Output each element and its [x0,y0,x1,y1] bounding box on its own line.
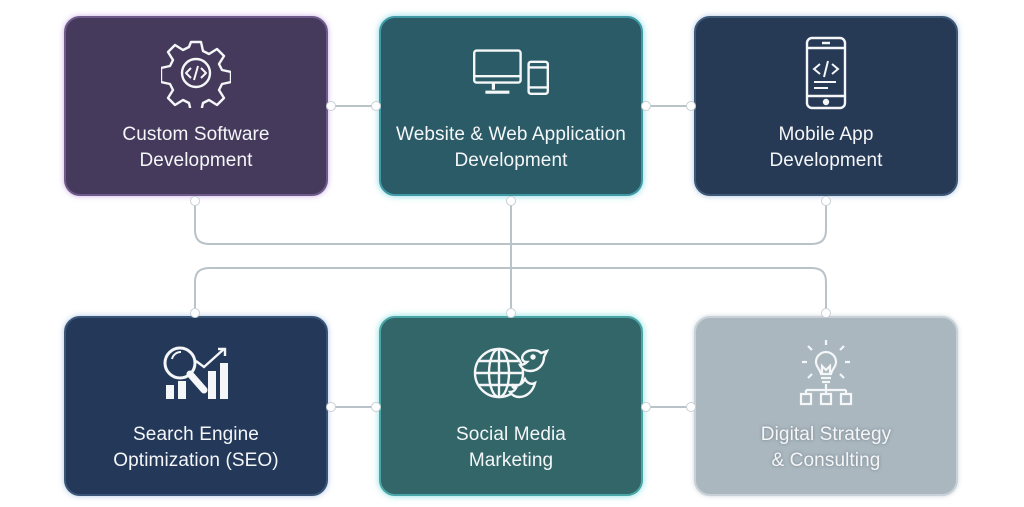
magnifier-chart-icon [156,336,236,410]
service-card-digital-strategy: Digital Strategy & Consulting [694,316,958,496]
connector-node [326,101,336,111]
service-label-line1: Search Engine [133,424,259,445]
gear-code-icon [156,36,236,110]
connector-node [506,196,516,206]
connector-node [371,101,381,111]
monitor-tablet-icon [471,36,551,110]
connector-node [326,402,336,412]
lightbulb-hierarchy-icon [786,336,866,410]
service-label-line2: Development [769,150,883,171]
connector-node [821,196,831,206]
service-label-line1: Custom Software [122,124,270,145]
service-label-line1: Website & Web Application [396,124,626,145]
service-label-line2: & Consulting [771,450,881,471]
connector-node [506,308,516,318]
service-label-line2: Development [454,150,568,171]
connector-node [641,101,651,111]
service-label-line1: Social Media [456,424,566,445]
service-label-line2: Optimization (SEO) [113,450,279,471]
connector-node [821,308,831,318]
connector-node [190,308,200,318]
connector-node [686,101,696,111]
service-label-line2: Marketing [468,450,554,471]
service-card-mobile-app: Mobile App Development [694,16,958,196]
service-card-seo: Search Engine Optimization (SEO) [64,316,328,496]
service-label-line1: Mobile App [778,124,874,145]
service-card-web-development: Website & Web Application Development [379,16,643,196]
globe-birds-icon [471,336,551,410]
service-card-social-media: Social Media Marketing [379,316,643,496]
service-label-line2: Development [139,150,253,171]
service-card-custom-software: Custom Software Development [64,16,328,196]
connector-node [686,402,696,412]
service-label-line1: Digital Strategy [760,424,892,445]
connector-node [190,196,200,206]
connector-node [371,402,381,412]
mobile-code-icon [786,36,866,110]
connector-node [641,402,651,412]
